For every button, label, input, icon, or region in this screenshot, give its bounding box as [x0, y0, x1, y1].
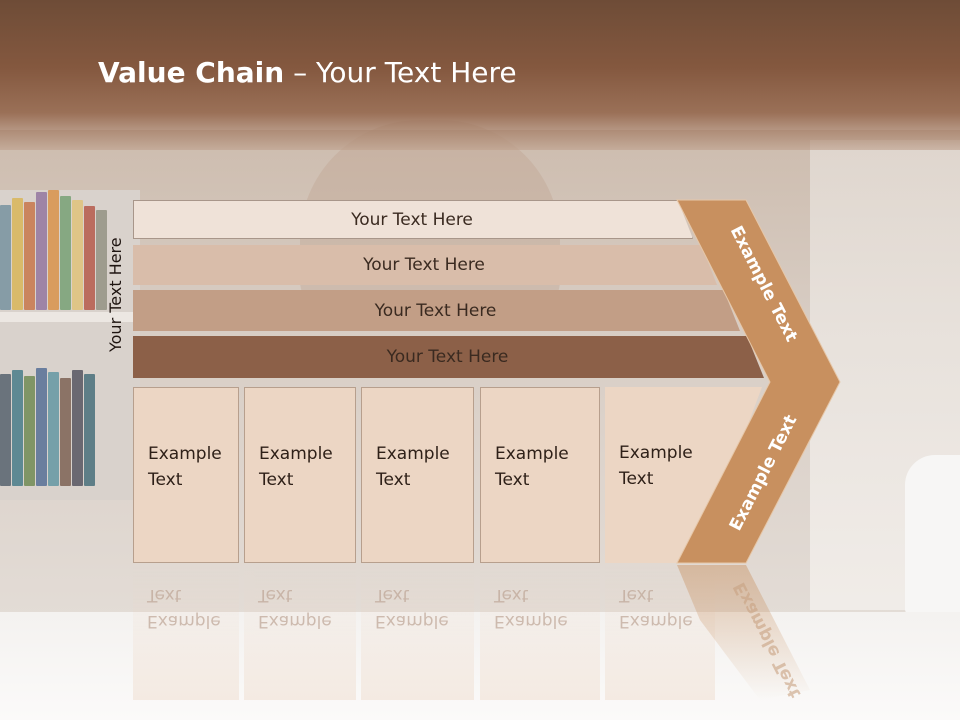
- bookshelf-top-row: [0, 190, 140, 310]
- chair: [905, 455, 960, 615]
- support-row-1: Your Text Here: [133, 200, 693, 239]
- primary-activity-4-line2: Text: [495, 470, 530, 490]
- slide-title-bold: Value Chain: [98, 56, 285, 89]
- book: [96, 210, 107, 310]
- book: [48, 190, 59, 310]
- primary-activity-2-line1: Example: [259, 444, 333, 464]
- book: [60, 196, 71, 310]
- primary-activity-4: Example Text: [480, 387, 600, 563]
- primary-activity-5-line1: Example: [619, 443, 693, 463]
- margin-chevron-reflection: [677, 565, 810, 700]
- book: [0, 205, 11, 310]
- book: [12, 198, 23, 310]
- title-band: [0, 0, 960, 150]
- primary-activity-3-line2: Text: [376, 470, 411, 490]
- margin-chevron-shape: [676, 199, 841, 564]
- support-row-3: Your Text Here: [133, 290, 740, 331]
- book: [36, 368, 47, 486]
- shelf-board: [0, 312, 140, 322]
- support-row-3-label: Your Text Here: [374, 300, 497, 321]
- primary-activity-1-line2: Text: [148, 470, 183, 490]
- slide-title: Value Chain – Your Text Here: [98, 56, 517, 89]
- primary-activity-5-line2: Text: [619, 469, 654, 489]
- book: [84, 206, 95, 310]
- book: [72, 370, 83, 486]
- primary-activity-2-line2: Text: [259, 470, 294, 490]
- book: [72, 200, 83, 310]
- support-row-4: Your Text Here: [133, 336, 764, 378]
- book: [24, 376, 35, 486]
- book: [48, 372, 59, 486]
- book: [36, 192, 47, 310]
- bookshelf: [0, 190, 140, 500]
- support-row-1-label: Your Text Here: [351, 209, 473, 230]
- primary-activity-3: Example Text: [361, 387, 474, 563]
- desk-surface: [0, 612, 960, 720]
- support-row-4-label: Your Text Here: [386, 347, 509, 367]
- book: [60, 378, 71, 486]
- support-row-2: Your Text Here: [133, 245, 717, 285]
- book: [0, 374, 11, 486]
- primary-activity-3-line1: Example: [376, 444, 450, 464]
- primary-activity-1: Example Text: [133, 387, 239, 563]
- support-row-2-label: Your Text Here: [363, 255, 485, 275]
- book: [24, 202, 35, 310]
- slide-title-rest: – Your Text Here: [284, 56, 517, 89]
- primary-activity-4-line1: Example: [495, 444, 569, 464]
- primary-activity-2: Example Text: [244, 387, 356, 563]
- book: [84, 374, 95, 486]
- primary-activity-1-line1: Example: [148, 444, 222, 464]
- bookshelf-bottom-row: [0, 366, 140, 486]
- book: [12, 370, 23, 486]
